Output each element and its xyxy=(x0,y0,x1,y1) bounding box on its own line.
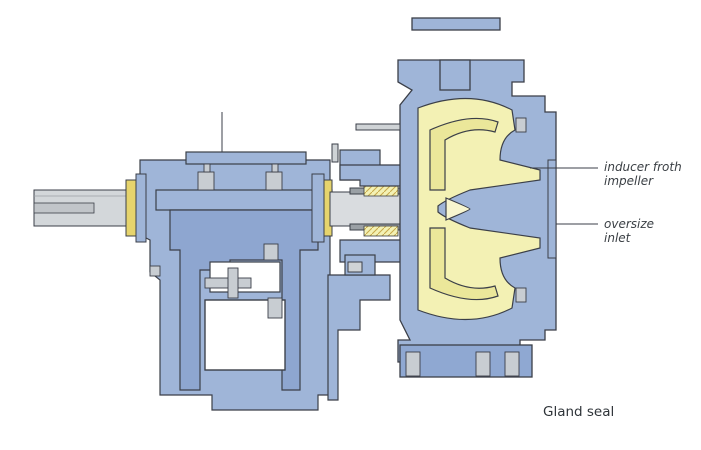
oversize-inlet xyxy=(547,159,557,259)
label-oversize-inlet: oversize inlet xyxy=(604,217,694,245)
gland-water-pipe xyxy=(331,123,401,273)
label-inducer-line-2: impeller xyxy=(604,174,654,188)
right-bearing-cap xyxy=(311,173,333,243)
shaft xyxy=(33,189,133,227)
casing-bolts xyxy=(405,117,527,377)
label-inducer-line-1: inducer froth xyxy=(604,160,682,174)
label-oversize-line-1: oversize xyxy=(604,217,655,231)
caption-gland-seal: Gland seal xyxy=(543,404,615,420)
label-oversize-line-2: inlet xyxy=(604,231,631,245)
inducer-froth-impeller xyxy=(417,97,541,321)
label-inducer-froth-impeller: inducer froth impeller xyxy=(604,160,694,188)
frame-bolts xyxy=(149,163,283,319)
left-bearing-cap xyxy=(125,173,147,243)
